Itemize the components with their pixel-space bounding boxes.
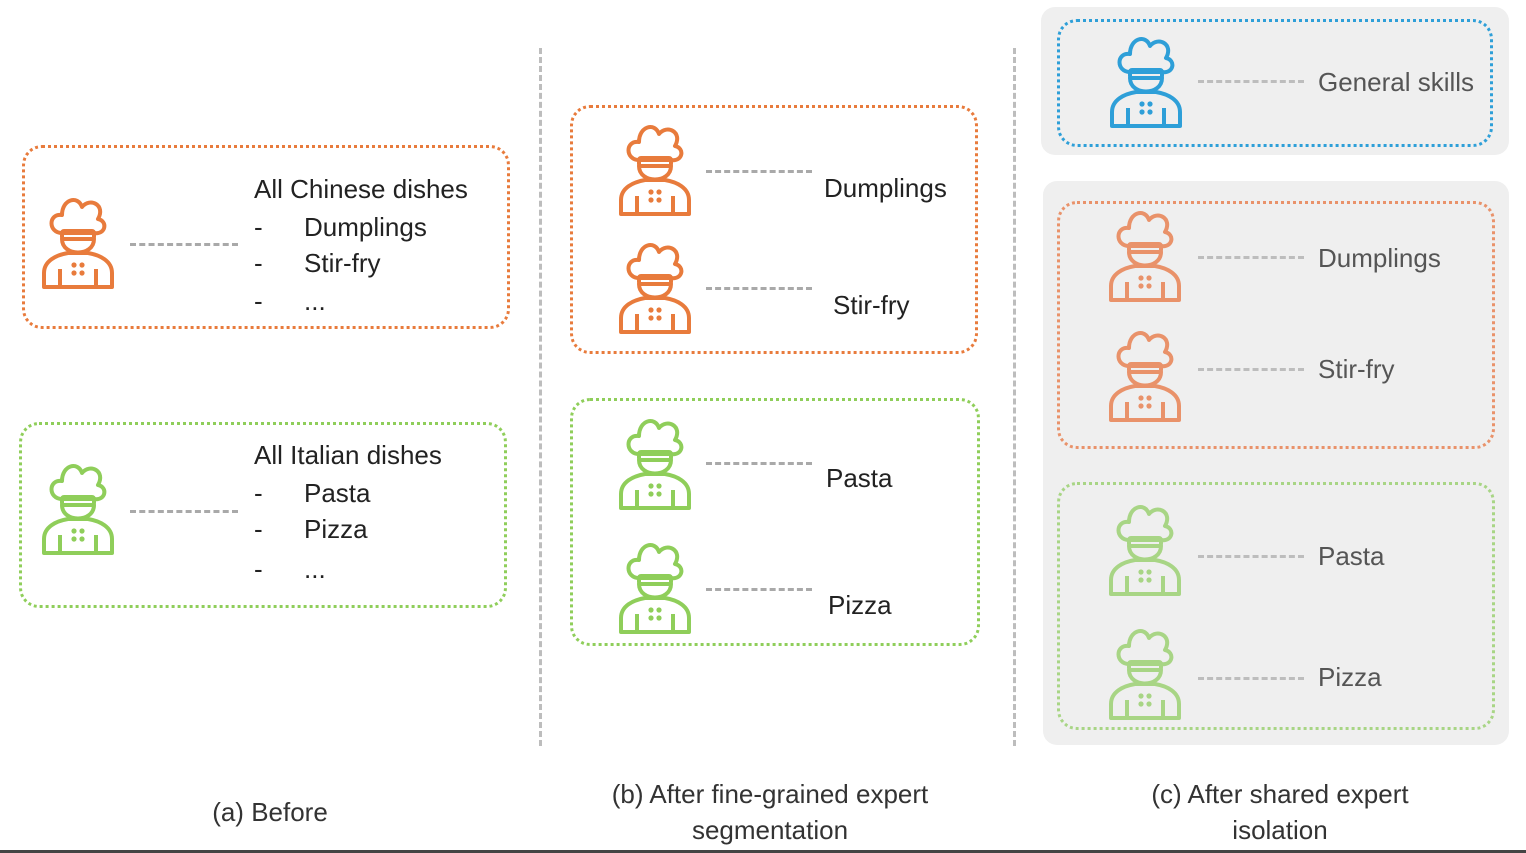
list-bullet: -	[254, 286, 263, 316]
chinese-expert-box	[22, 145, 510, 329]
expert-label-pasta: Pasta	[1318, 541, 1385, 571]
list-item-text: Pasta	[304, 478, 371, 508]
list-item-text: ...	[304, 286, 326, 316]
italian-expert-box	[19, 422, 507, 608]
caption-line: (b) After fine-grained expert	[611, 779, 929, 809]
chef-icon	[617, 120, 691, 216]
list-item-text: Pizza	[304, 514, 368, 544]
caption-line: isolation	[1232, 815, 1328, 845]
chef-icon	[617, 538, 691, 634]
connector-line	[706, 287, 812, 290]
connector-line	[1198, 555, 1304, 558]
connector-line	[130, 510, 238, 513]
list-bullet: -	[254, 554, 263, 584]
chef-icon	[1107, 326, 1181, 422]
chef-icon	[617, 414, 691, 510]
panel-a-caption: (a) Before	[140, 794, 400, 830]
italian-experts-box	[1057, 482, 1495, 730]
chinese-experts-box	[570, 105, 978, 354]
expert-label-pizza: Pizza	[828, 590, 892, 620]
expert-label-pasta: Pasta	[826, 463, 893, 493]
panel-separator	[1013, 48, 1016, 746]
panel-b-caption: (b) After fine-grained expert segmentati…	[570, 776, 970, 848]
chef-icon	[40, 193, 114, 289]
italian-experts-box	[570, 398, 980, 646]
caption-line: (c) After shared expert	[1151, 779, 1409, 809]
list-bullet: -	[254, 248, 263, 278]
expert-label-pizza: Pizza	[1318, 662, 1382, 692]
list-item-text: ...	[304, 554, 326, 584]
expert-label-dumplings: Dumplings	[1318, 243, 1441, 273]
list-item-text: Stir-fry	[304, 248, 381, 278]
chef-icon	[40, 459, 114, 555]
panel-c-caption: (c) After shared expert isolation	[1080, 776, 1480, 848]
expert-label-general-skills: General skills	[1318, 67, 1475, 97]
caption-text: (a) Before	[212, 797, 328, 827]
connector-line	[130, 243, 238, 246]
panel-separator	[539, 48, 542, 746]
connector-line	[706, 170, 812, 173]
chef-icon	[1108, 32, 1182, 128]
connector-line	[1198, 677, 1304, 680]
expert-label-stir-fry: Stir-fry	[1318, 354, 1395, 384]
bottom-rule	[0, 850, 1526, 853]
list-bullet: -	[254, 212, 263, 242]
connector-line	[706, 588, 812, 591]
connector-line	[706, 462, 812, 465]
chef-icon	[1107, 624, 1181, 720]
connector-line	[1198, 256, 1304, 259]
expert-label-stir-fry: Stir-fry	[833, 290, 910, 320]
chef-icon	[1107, 500, 1181, 596]
caption-line: segmentation	[691, 815, 849, 845]
chef-icon	[1107, 206, 1181, 302]
italian-dishes-heading: All Italian dishes	[254, 440, 442, 470]
chinese-experts-box	[1057, 201, 1495, 449]
expert-label-dumplings: Dumplings	[824, 173, 947, 203]
shared-expert-box	[1057, 19, 1493, 147]
chinese-dishes-heading: All Chinese dishes	[254, 174, 468, 204]
chef-icon	[617, 238, 691, 334]
list-item-text: Dumplings	[304, 212, 427, 242]
connector-line	[1198, 368, 1304, 371]
connector-line	[1198, 80, 1304, 83]
list-bullet: -	[254, 478, 263, 508]
list-bullet: -	[254, 514, 263, 544]
